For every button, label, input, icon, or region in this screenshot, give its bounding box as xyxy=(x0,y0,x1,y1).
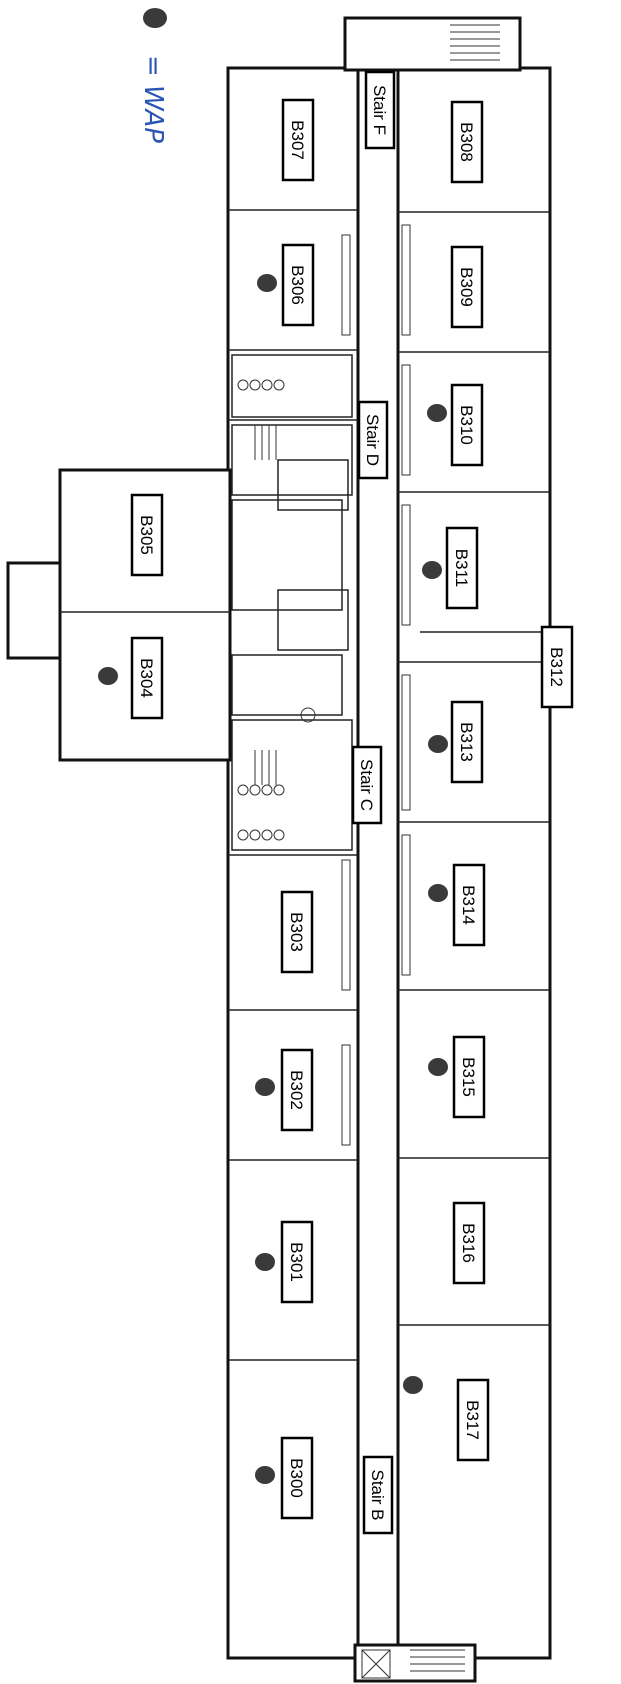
stair-c-label: Stair C xyxy=(351,745,383,825)
wap-dot-B311 xyxy=(422,561,442,579)
legend: = WAP xyxy=(138,8,168,143)
stair-f-label: Stair F xyxy=(364,70,396,150)
room-B317: B317 xyxy=(456,1378,490,1462)
room-B312: B312 xyxy=(540,625,574,709)
room-label: B312 xyxy=(547,647,566,687)
room-label: B314 xyxy=(459,885,478,925)
room-label: B308 xyxy=(457,122,476,162)
wap-dot-B302 xyxy=(255,1078,275,1096)
room-B302: B302 xyxy=(280,1048,314,1132)
room-label: B317 xyxy=(463,1400,482,1440)
room-B315: B315 xyxy=(452,1035,486,1119)
wap-dot-B313 xyxy=(428,735,448,753)
svg-text:Stair B: Stair B xyxy=(368,1469,387,1520)
wap-dot-B315 xyxy=(428,1058,448,1076)
wap-dot-B301 xyxy=(255,1253,275,1271)
room-B304: B304 xyxy=(130,636,164,720)
room-label: B315 xyxy=(459,1057,478,1097)
room-B316: B316 xyxy=(452,1201,486,1285)
legend-wap-dot xyxy=(143,8,167,28)
room-B306: B306 xyxy=(281,243,315,327)
room-label: B300 xyxy=(287,1458,306,1498)
wap-dot-B306 xyxy=(257,274,277,292)
room-B311: B311 xyxy=(445,526,479,610)
wap-markers xyxy=(98,274,448,1484)
room-label: B305 xyxy=(137,515,156,555)
svg-text:Stair C: Stair C xyxy=(357,759,376,811)
stair-d-label: Stair D xyxy=(357,400,389,480)
room-label: B316 xyxy=(459,1223,478,1263)
room-B308: B308 xyxy=(450,100,484,184)
stair-b-label: Stair B xyxy=(362,1455,394,1535)
room-B303: B303 xyxy=(280,890,314,974)
right-wing-partitions xyxy=(341,24,550,1679)
room-label: B301 xyxy=(287,1242,306,1282)
svg-text:Stair F: Stair F xyxy=(370,85,389,135)
room-label: B303 xyxy=(287,912,306,952)
room-labels: B307 B306 B305 B304 B303 B302 B301 B300 xyxy=(130,98,574,1520)
wap-dot-B304 xyxy=(98,667,118,685)
room-B301: B301 xyxy=(280,1220,314,1304)
room-label: B309 xyxy=(457,267,476,307)
room-B305: B305 xyxy=(130,493,164,577)
room-label: B311 xyxy=(452,549,471,587)
room-label: B310 xyxy=(457,405,476,445)
wap-dot-B310 xyxy=(427,404,447,422)
wap-dot-B300 xyxy=(255,1466,275,1484)
building-walls xyxy=(6,16,552,1683)
room-B300: B300 xyxy=(280,1436,314,1520)
wap-dot-B317 xyxy=(403,1376,423,1394)
room-label: B304 xyxy=(137,658,156,698)
room-label: B313 xyxy=(457,722,476,762)
wap-dot-B314 xyxy=(428,884,448,902)
room-B309: B309 xyxy=(450,245,484,329)
room-label: B307 xyxy=(288,120,307,160)
svg-text:Stair D: Stair D xyxy=(363,414,382,466)
stair-labels: Stair F Stair D Stair C Stair B xyxy=(351,70,396,1535)
legend-text: = WAP xyxy=(138,55,168,143)
room-B310: B310 xyxy=(450,383,484,467)
room-label: B302 xyxy=(287,1070,306,1110)
room-B314: B314 xyxy=(452,863,486,947)
room-label: B306 xyxy=(288,265,307,305)
room-B307: B307 xyxy=(281,98,315,182)
room-B313: B313 xyxy=(450,700,484,784)
